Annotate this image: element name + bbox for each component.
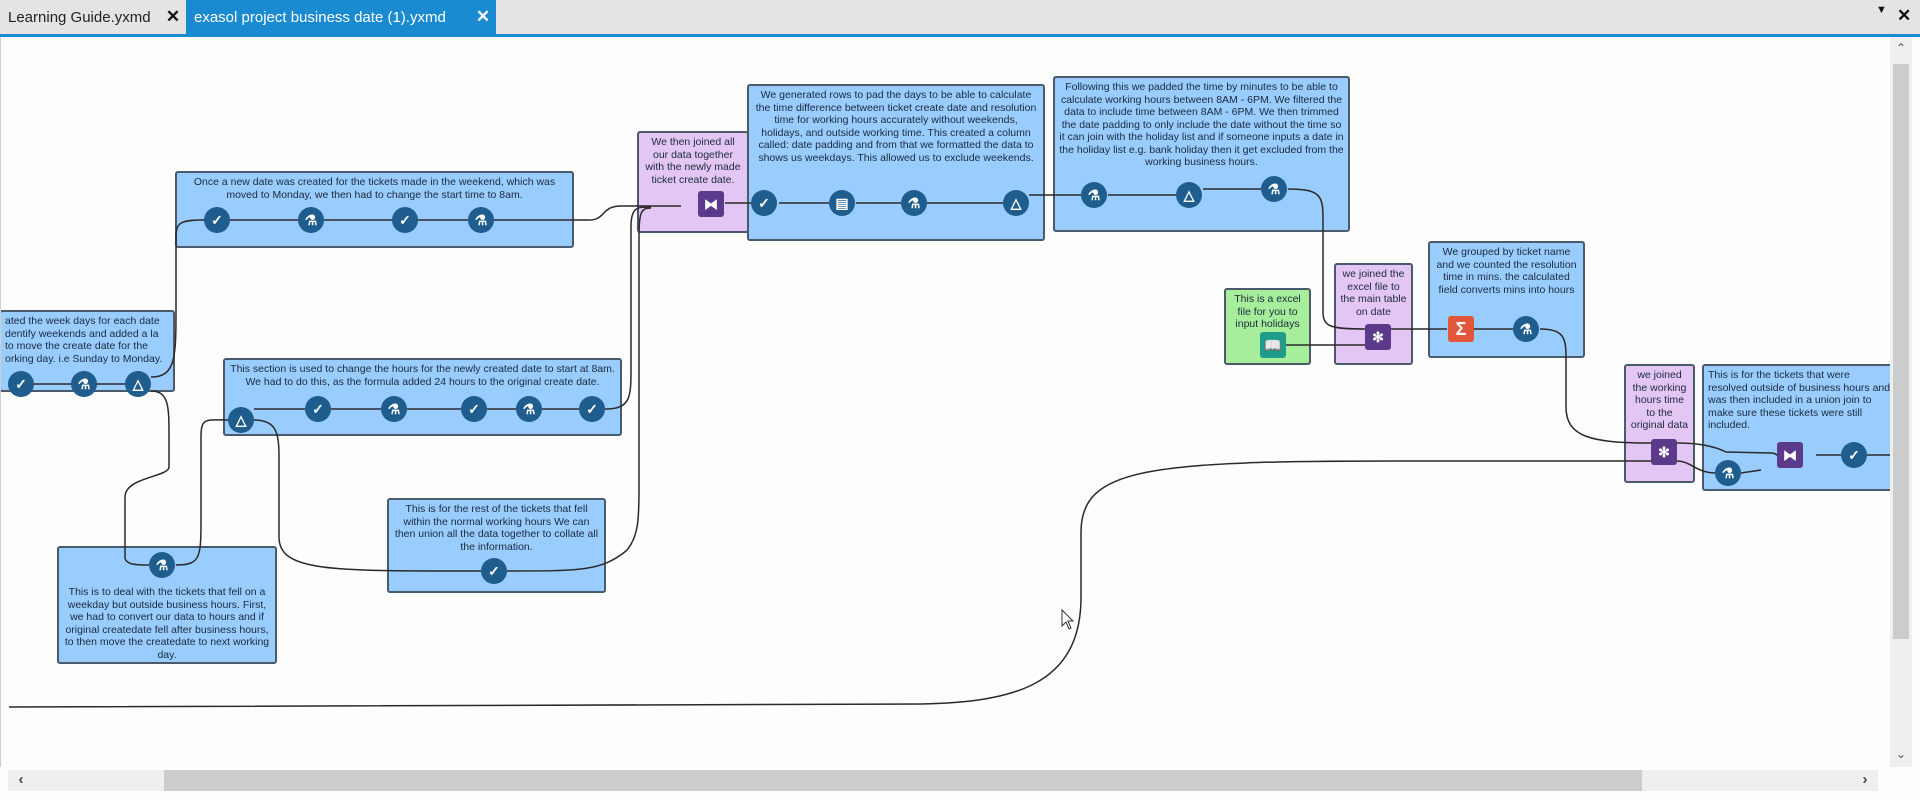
mouse-cursor-icon <box>1061 609 1075 630</box>
formula-tool-icon[interactable]: ⚗ <box>1715 460 1741 486</box>
close-icon[interactable]: ✕ <box>165 7 181 26</box>
union-tool-icon[interactable]: ⧓ <box>698 191 724 217</box>
scroll-left-icon[interactable]: ‹ <box>18 771 24 788</box>
select-tool-icon[interactable]: ✓ <box>481 558 507 584</box>
vertical-scrollbar[interactable]: ⌃ ⌄ <box>1890 37 1912 767</box>
wire <box>1539 328 1652 444</box>
annotation-generated-rows[interactable]: We generated rows to pad the days to be … <box>747 84 1045 241</box>
select-tool-icon[interactable]: ✓ <box>1841 442 1867 468</box>
annotation-padded-time[interactable]: Following this we padded the time by min… <box>1053 76 1350 232</box>
tab-label: exasol project business date (1).yxmd <box>194 8 446 26</box>
join-tool-icon[interactable]: ✻ <box>1651 439 1677 465</box>
formula-tool-icon[interactable]: ⚗ <box>901 190 927 216</box>
formula-tool-icon[interactable]: ⚗ <box>1261 176 1287 202</box>
select-tool-icon[interactable]: ✓ <box>305 396 331 422</box>
summarize-tool-icon[interactable]: Σ <box>1448 316 1474 342</box>
vertical-scroll-thumb[interactable] <box>1893 64 1909 639</box>
annotation-weekend-start[interactable]: Once a new date was created for the tick… <box>175 171 574 248</box>
wire <box>1676 460 1717 474</box>
tab-learning-guide[interactable]: Learning Guide.yxmd ✕ <box>0 0 186 34</box>
generate-rows-tool-icon[interactable]: ▤ <box>829 190 855 216</box>
wire <box>494 205 681 221</box>
input-data-tool-icon[interactable]: 📖 <box>1260 332 1286 358</box>
scroll-down-icon[interactable]: ⌄ <box>1895 747 1907 761</box>
formula-tool-icon[interactable]: ⚗ <box>71 371 97 397</box>
annotation-text: This is for the tickets that were resolv… <box>1708 369 1891 431</box>
annotation-text: we joined the working hours time to the … <box>1630 369 1689 431</box>
horizontal-scroll-thumb[interactable] <box>164 770 1642 791</box>
formula-tool-icon[interactable]: ⚗ <box>1081 182 1107 208</box>
wire <box>604 206 652 410</box>
annotation-text: We generated rows to pad the days to be … <box>755 89 1037 164</box>
formula-tool-icon[interactable]: ⚗ <box>1513 316 1539 342</box>
close-icon[interactable]: ✕ <box>475 7 491 26</box>
annotation-text: Once a new date was created for the tick… <box>193 176 556 201</box>
annotation-text: This is for the rest of the tickets that… <box>394 503 599 553</box>
annotation-text: Following this we padded the time by min… <box>1059 81 1344 168</box>
select-tool-icon[interactable]: ✓ <box>204 207 230 233</box>
wire <box>1740 469 1762 474</box>
select-tool-icon[interactable]: ✓ <box>579 396 605 422</box>
filter-tool-icon[interactable]: △ <box>125 371 151 397</box>
connection-wires <box>8 188 1891 708</box>
wire <box>1287 188 1367 330</box>
workflow-canvas[interactable]: ated the week days for each date dentify… <box>0 37 1891 767</box>
tab-exasol-project[interactable]: exasol project business date (1).yxmd ✕ <box>186 0 496 34</box>
formula-tool-icon[interactable]: ⚗ <box>468 207 494 233</box>
filter-tool-icon[interactable]: △ <box>1003 190 1029 216</box>
tab-label: Learning Guide.yxmd <box>8 8 151 26</box>
annotation-joined-all[interactable]: We then joined all our data together wit… <box>637 131 749 233</box>
annotation-text: We then joined all our data together wit… <box>645 136 741 186</box>
formula-tool-icon[interactable]: ⚗ <box>516 396 542 422</box>
wire <box>505 207 652 572</box>
formula-tool-icon[interactable]: ⚗ <box>298 207 324 233</box>
wire <box>124 390 170 566</box>
union-tool-icon[interactable]: ⧓ <box>1777 442 1803 468</box>
close-window-icon[interactable]: ✕ <box>1897 6 1912 25</box>
annotation-hours-section[interactable]: This section is used to change the hours… <box>223 358 622 436</box>
scroll-right-icon[interactable]: › <box>1862 771 1868 788</box>
annotation-grouped[interactable]: We grouped by ticket name and we counted… <box>1428 241 1585 358</box>
filter-tool-icon[interactable]: △ <box>1176 182 1202 208</box>
select-tool-icon[interactable]: ✓ <box>392 207 418 233</box>
wire <box>150 219 206 378</box>
annotation-text: This is a excel file for you to input ho… <box>1234 293 1301 330</box>
annotation-text: we joined the excel file to the main tab… <box>1340 268 1407 318</box>
annotation-text: We grouped by ticket name and we counted… <box>1436 246 1577 296</box>
horizontal-scrollbar[interactable]: ‹ › <box>8 770 1878 791</box>
join-tool-icon[interactable]: ✻ <box>1365 324 1391 350</box>
tab-bar: Learning Guide.yxmd ✕ exasol project bus… <box>0 0 1920 37</box>
filter-tool-icon[interactable]: △ <box>228 407 254 433</box>
formula-tool-icon[interactable]: ⚗ <box>149 552 175 578</box>
wire <box>253 419 482 572</box>
select-tool-icon[interactable]: ✓ <box>461 396 487 422</box>
tab-dropdown-icon[interactable]: ▼ <box>1876 4 1887 16</box>
annotation-text: This is to deal with the tickets that fe… <box>64 586 270 661</box>
select-tool-icon[interactable]: ✓ <box>8 371 34 397</box>
wire <box>8 460 1651 708</box>
annotation-text: This section is used to change the hours… <box>230 363 615 388</box>
scroll-up-icon[interactable]: ⌃ <box>1895 41 1907 55</box>
formula-tool-icon[interactable]: ⚗ <box>381 396 407 422</box>
annotation-text: ated the week days for each date dentify… <box>5 315 163 365</box>
wire <box>175 419 230 566</box>
select-tool-icon[interactable]: ✓ <box>751 190 777 216</box>
